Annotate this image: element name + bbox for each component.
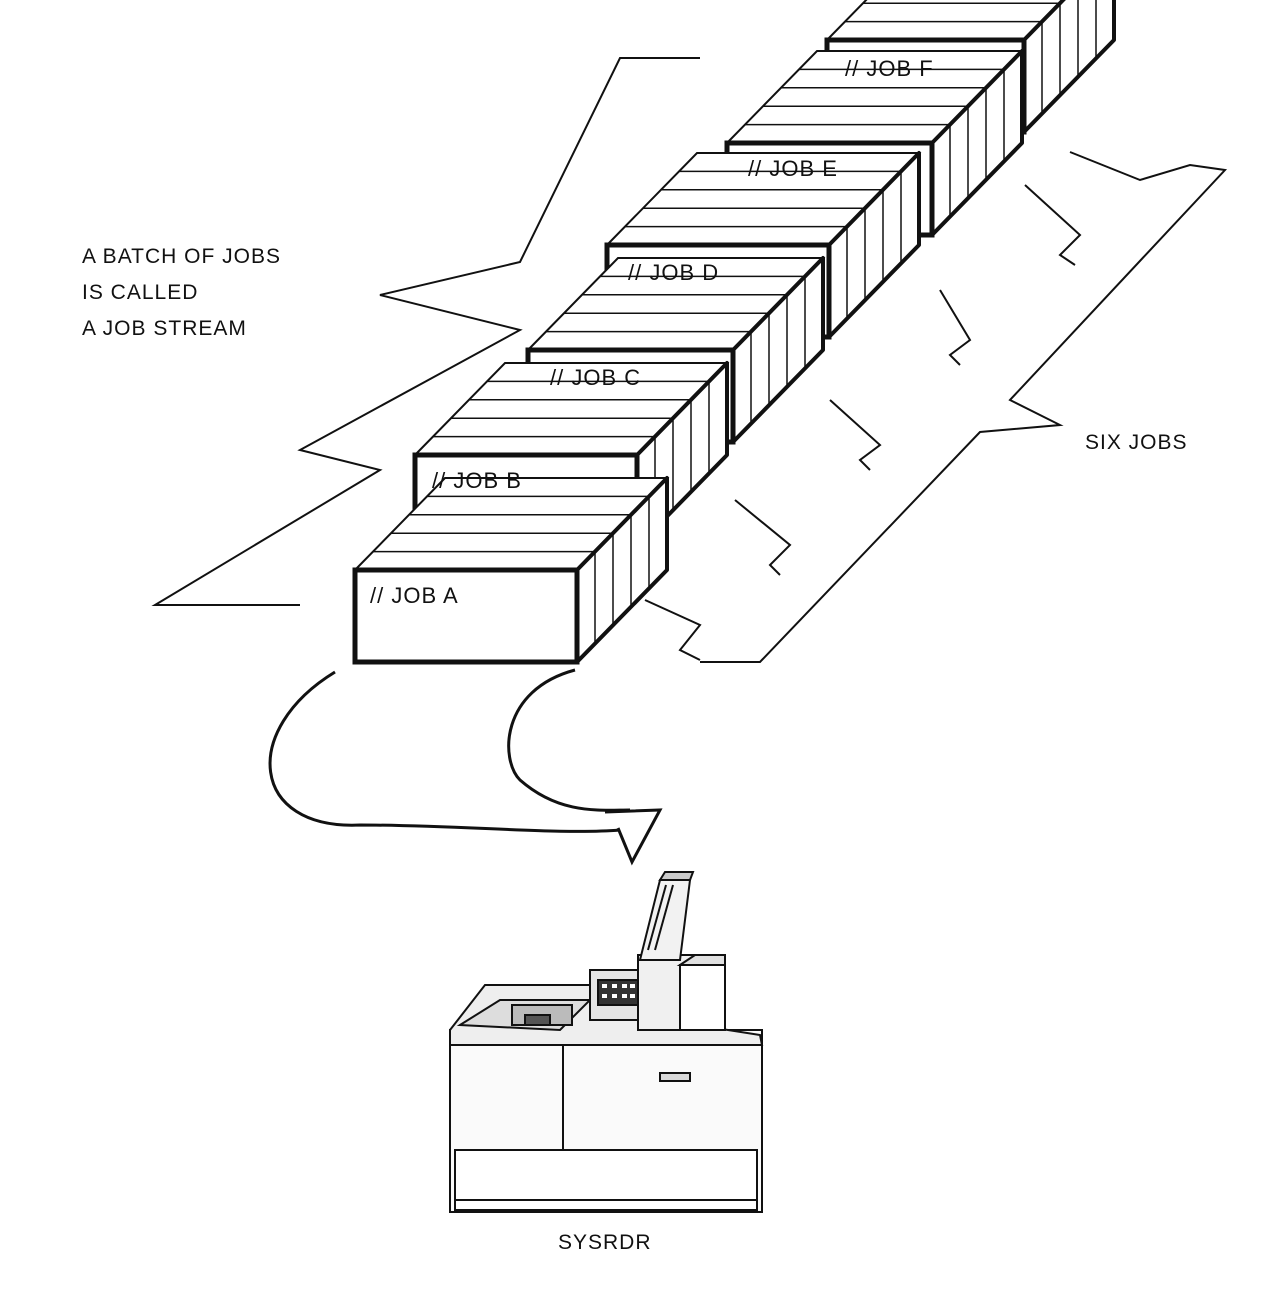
job-card-label-c: // JOB C — [550, 367, 641, 389]
job-card-label-a: // JOB A — [370, 585, 459, 607]
card-reader-machine — [450, 872, 762, 1212]
card-decks — [355, 0, 1114, 662]
flow-arrow — [270, 670, 660, 862]
caption-text: A BATCH OF JOBS IS CALLED A JOB STREAM — [82, 246, 281, 354]
caption-line-3: A JOB STREAM — [82, 318, 281, 339]
caption-line-1: A BATCH OF JOBS — [82, 246, 281, 267]
job-card-label-f: // JOB F — [845, 58, 934, 80]
card-deck-a — [355, 478, 667, 662]
sysrdr-label: SYSRDR — [558, 1232, 652, 1253]
caption-line-2: IS CALLED — [82, 282, 281, 303]
job-card-label-b: // JOB B — [432, 470, 522, 492]
six-jobs-label: SIX JOBS — [1085, 432, 1188, 453]
job-card-label-d: // JOB D — [628, 262, 719, 284]
job-card-label-e: // JOB E — [748, 158, 838, 180]
